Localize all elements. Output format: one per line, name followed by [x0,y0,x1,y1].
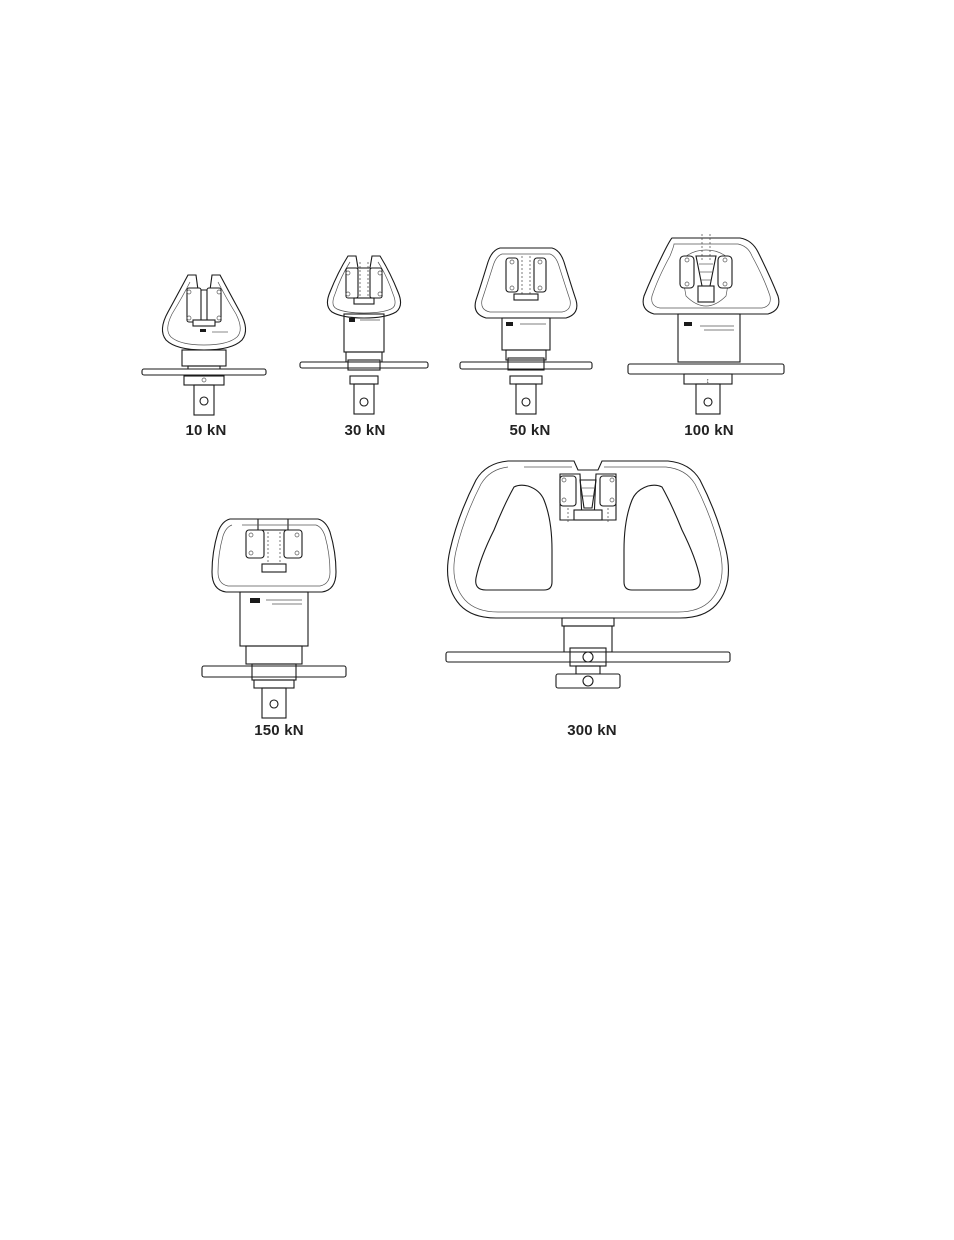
grip-300kn [446,461,730,688]
grip-label-10kn: 10 kN [136,422,276,439]
grip-label-100kn: 100 kN [639,422,779,439]
grip-50kn [460,248,592,414]
grip-label-300kn: 300 kN [522,722,662,739]
grip-label-50kn: 50 kN [460,422,600,439]
grip-30kn [300,256,428,414]
grip-150kn [202,519,346,718]
grip-label-30kn: 30 kN [295,422,435,439]
grip-100kn: ↕ [628,234,784,414]
grip-10kn [142,275,266,415]
grip-label-150kn: 150 kN [209,722,349,739]
